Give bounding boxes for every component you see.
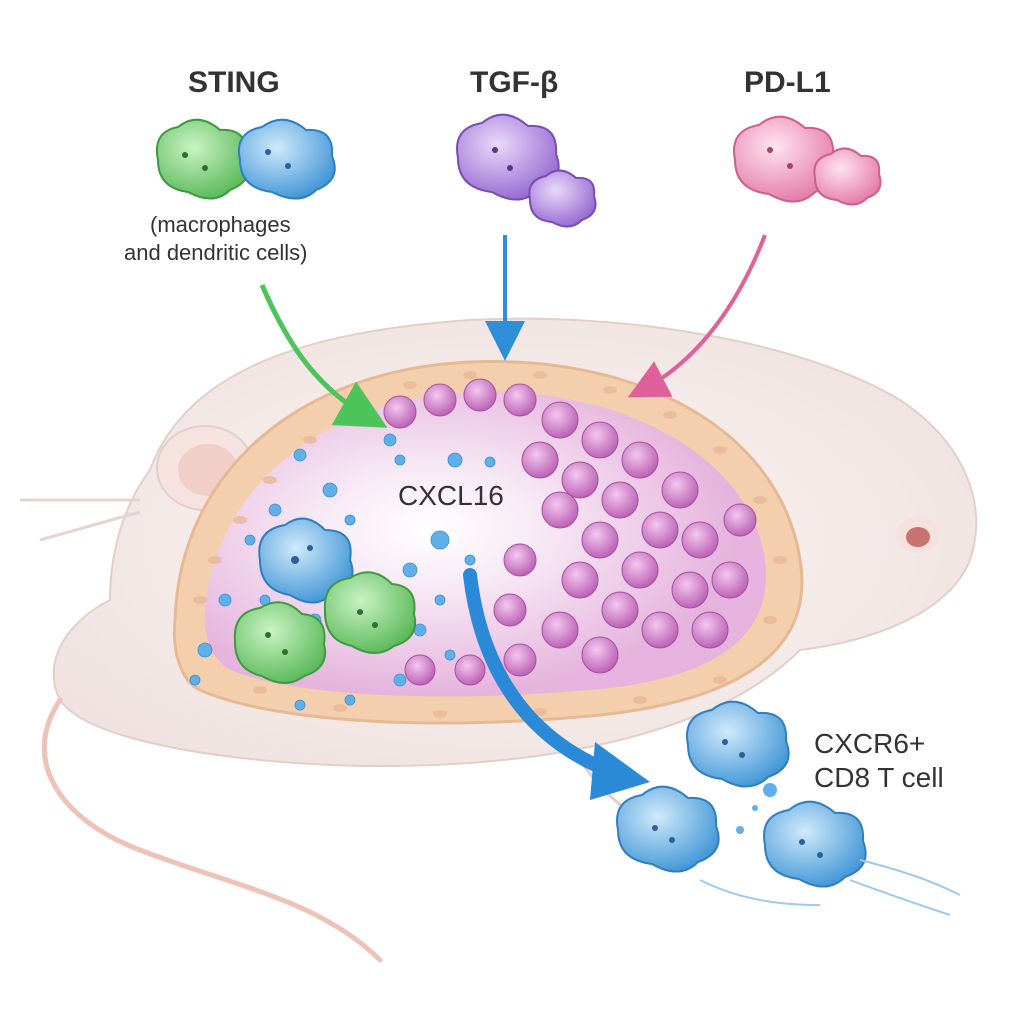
cxcl16-label: CXCL16 <box>398 480 504 511</box>
pink-cell-icon <box>733 115 882 206</box>
t-cell-label-line2: CD8 T cell <box>814 762 944 793</box>
cxcl16-arrowhead <box>590 742 650 800</box>
immune-cell-cluster-icon <box>156 118 336 200</box>
intratumoral-immune-cells <box>233 517 416 684</box>
pd-l1-arrow <box>627 234 767 398</box>
sting-sublabel-line2: and dendritic cells) <box>124 240 308 265</box>
purple-cell-icon <box>456 113 597 228</box>
pd-l1-label: PD-L1 <box>744 66 831 99</box>
sting-arrow <box>259 284 388 428</box>
sting-label: STING <box>188 66 280 99</box>
tgf-beta-label: TGF-β <box>470 66 559 99</box>
cxcl16-arrow <box>463 568 627 782</box>
sting-sublabel-line1: (macrophages <box>150 212 291 237</box>
t-cell-label-line1: CXCR6+ <box>814 728 926 759</box>
t-cell-icon <box>616 700 961 916</box>
